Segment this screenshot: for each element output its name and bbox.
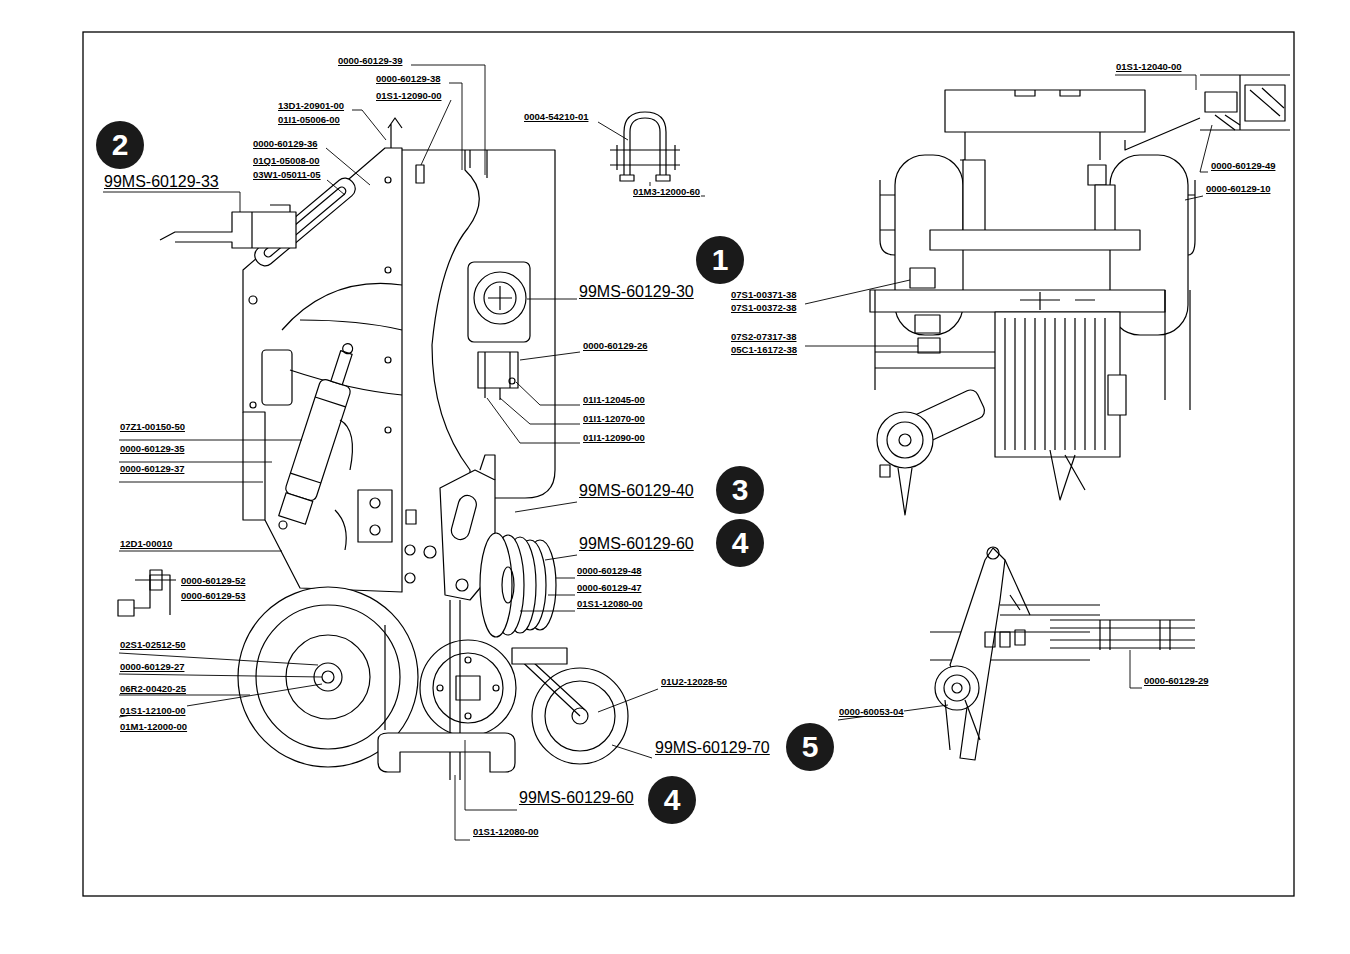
callout-number: 2 bbox=[96, 121, 144, 169]
part-number: 05C1-16172-38 bbox=[730, 344, 798, 355]
assembly-number: 99MS-60129-40 bbox=[578, 482, 695, 500]
assembly-number: 99MS-60129-60 bbox=[578, 535, 695, 553]
callout-digit: 2 bbox=[112, 130, 129, 160]
callout-number: 4 bbox=[716, 519, 764, 567]
part-number: 0000-60129-38 bbox=[375, 73, 441, 84]
part-number: 07S1-00371-38 bbox=[730, 289, 798, 300]
part-number: 0000-60129-48 bbox=[576, 565, 642, 576]
callout-digit: 4 bbox=[732, 528, 749, 558]
part-number: 01M1-12000-00 bbox=[119, 721, 188, 732]
part-number: 07S2-07317-38 bbox=[730, 331, 798, 342]
part-number: 0000-60129-49 bbox=[1210, 160, 1276, 171]
assembly-number: 99MS-60129-60 bbox=[518, 789, 635, 807]
part-number: 01S1-12080-00 bbox=[472, 826, 540, 837]
assembly-number: 99MS-60129-70 bbox=[654, 739, 771, 757]
part-number: 01Q1-05008-00 bbox=[252, 155, 321, 166]
part-number: 01I1-12070-00 bbox=[582, 413, 646, 424]
callout-digit: 4 bbox=[664, 785, 681, 815]
part-number: 12D1-00010 bbox=[119, 538, 173, 549]
part-number: 01M3-12000-60 bbox=[632, 186, 701, 197]
part-number: 07Z1-00150-50 bbox=[119, 421, 186, 432]
callout-digit: 1 bbox=[712, 245, 729, 275]
assembly-number: 99MS-60129-33 bbox=[103, 173, 220, 191]
part-number: 03W1-05011-05 bbox=[252, 169, 322, 180]
part-number: 02S1-02512-50 bbox=[119, 639, 187, 650]
part-number: 0000-60129-36 bbox=[252, 138, 318, 149]
callout-number: 1 bbox=[696, 236, 744, 284]
part-number: 0004-54210-01 bbox=[523, 111, 589, 122]
part-number: 01S1-12100-00 bbox=[119, 705, 187, 716]
part-number: 0000-60129-27 bbox=[119, 661, 185, 672]
part-number: 01U2-12028-50 bbox=[660, 676, 728, 687]
part-number: 0000-60053-04 bbox=[838, 706, 904, 717]
part-number: 0000-60129-35 bbox=[119, 443, 185, 454]
callout-digit: 5 bbox=[802, 732, 819, 762]
part-number: 01I1-12045-00 bbox=[582, 394, 646, 405]
part-number: 0000-60129-47 bbox=[576, 582, 642, 593]
part-number: 0000-60129-37 bbox=[119, 463, 185, 474]
assembly-number: 99MS-60129-30 bbox=[578, 283, 695, 301]
callout-digit: 3 bbox=[732, 475, 749, 505]
part-number: 0000-60129-52 bbox=[180, 575, 246, 586]
part-number: 01S1-12090-00 bbox=[375, 90, 443, 101]
part-number: 0000-60129-29 bbox=[1143, 675, 1209, 686]
part-number: 01S1-12080-00 bbox=[576, 598, 644, 609]
callout-number: 5 bbox=[786, 723, 834, 771]
part-number: 01S1-12040-00 bbox=[1115, 61, 1183, 72]
callout-number: 4 bbox=[648, 776, 696, 824]
part-number: 0000-60129-39 bbox=[337, 55, 403, 66]
part-number: 0000-60129-26 bbox=[582, 340, 648, 351]
part-number: 07S1-00372-38 bbox=[730, 302, 798, 313]
part-number: 01I1-12090-00 bbox=[582, 432, 646, 443]
part-number: 0000-60129-10 bbox=[1205, 183, 1271, 194]
callout-number: 3 bbox=[716, 466, 764, 514]
part-number: 06R2-00420-25 bbox=[119, 683, 187, 694]
part-number: 13D1-20901-00 bbox=[277, 100, 345, 111]
part-number: 01I1-05006-00 bbox=[277, 114, 341, 125]
part-number: 0000-60129-53 bbox=[180, 590, 246, 601]
